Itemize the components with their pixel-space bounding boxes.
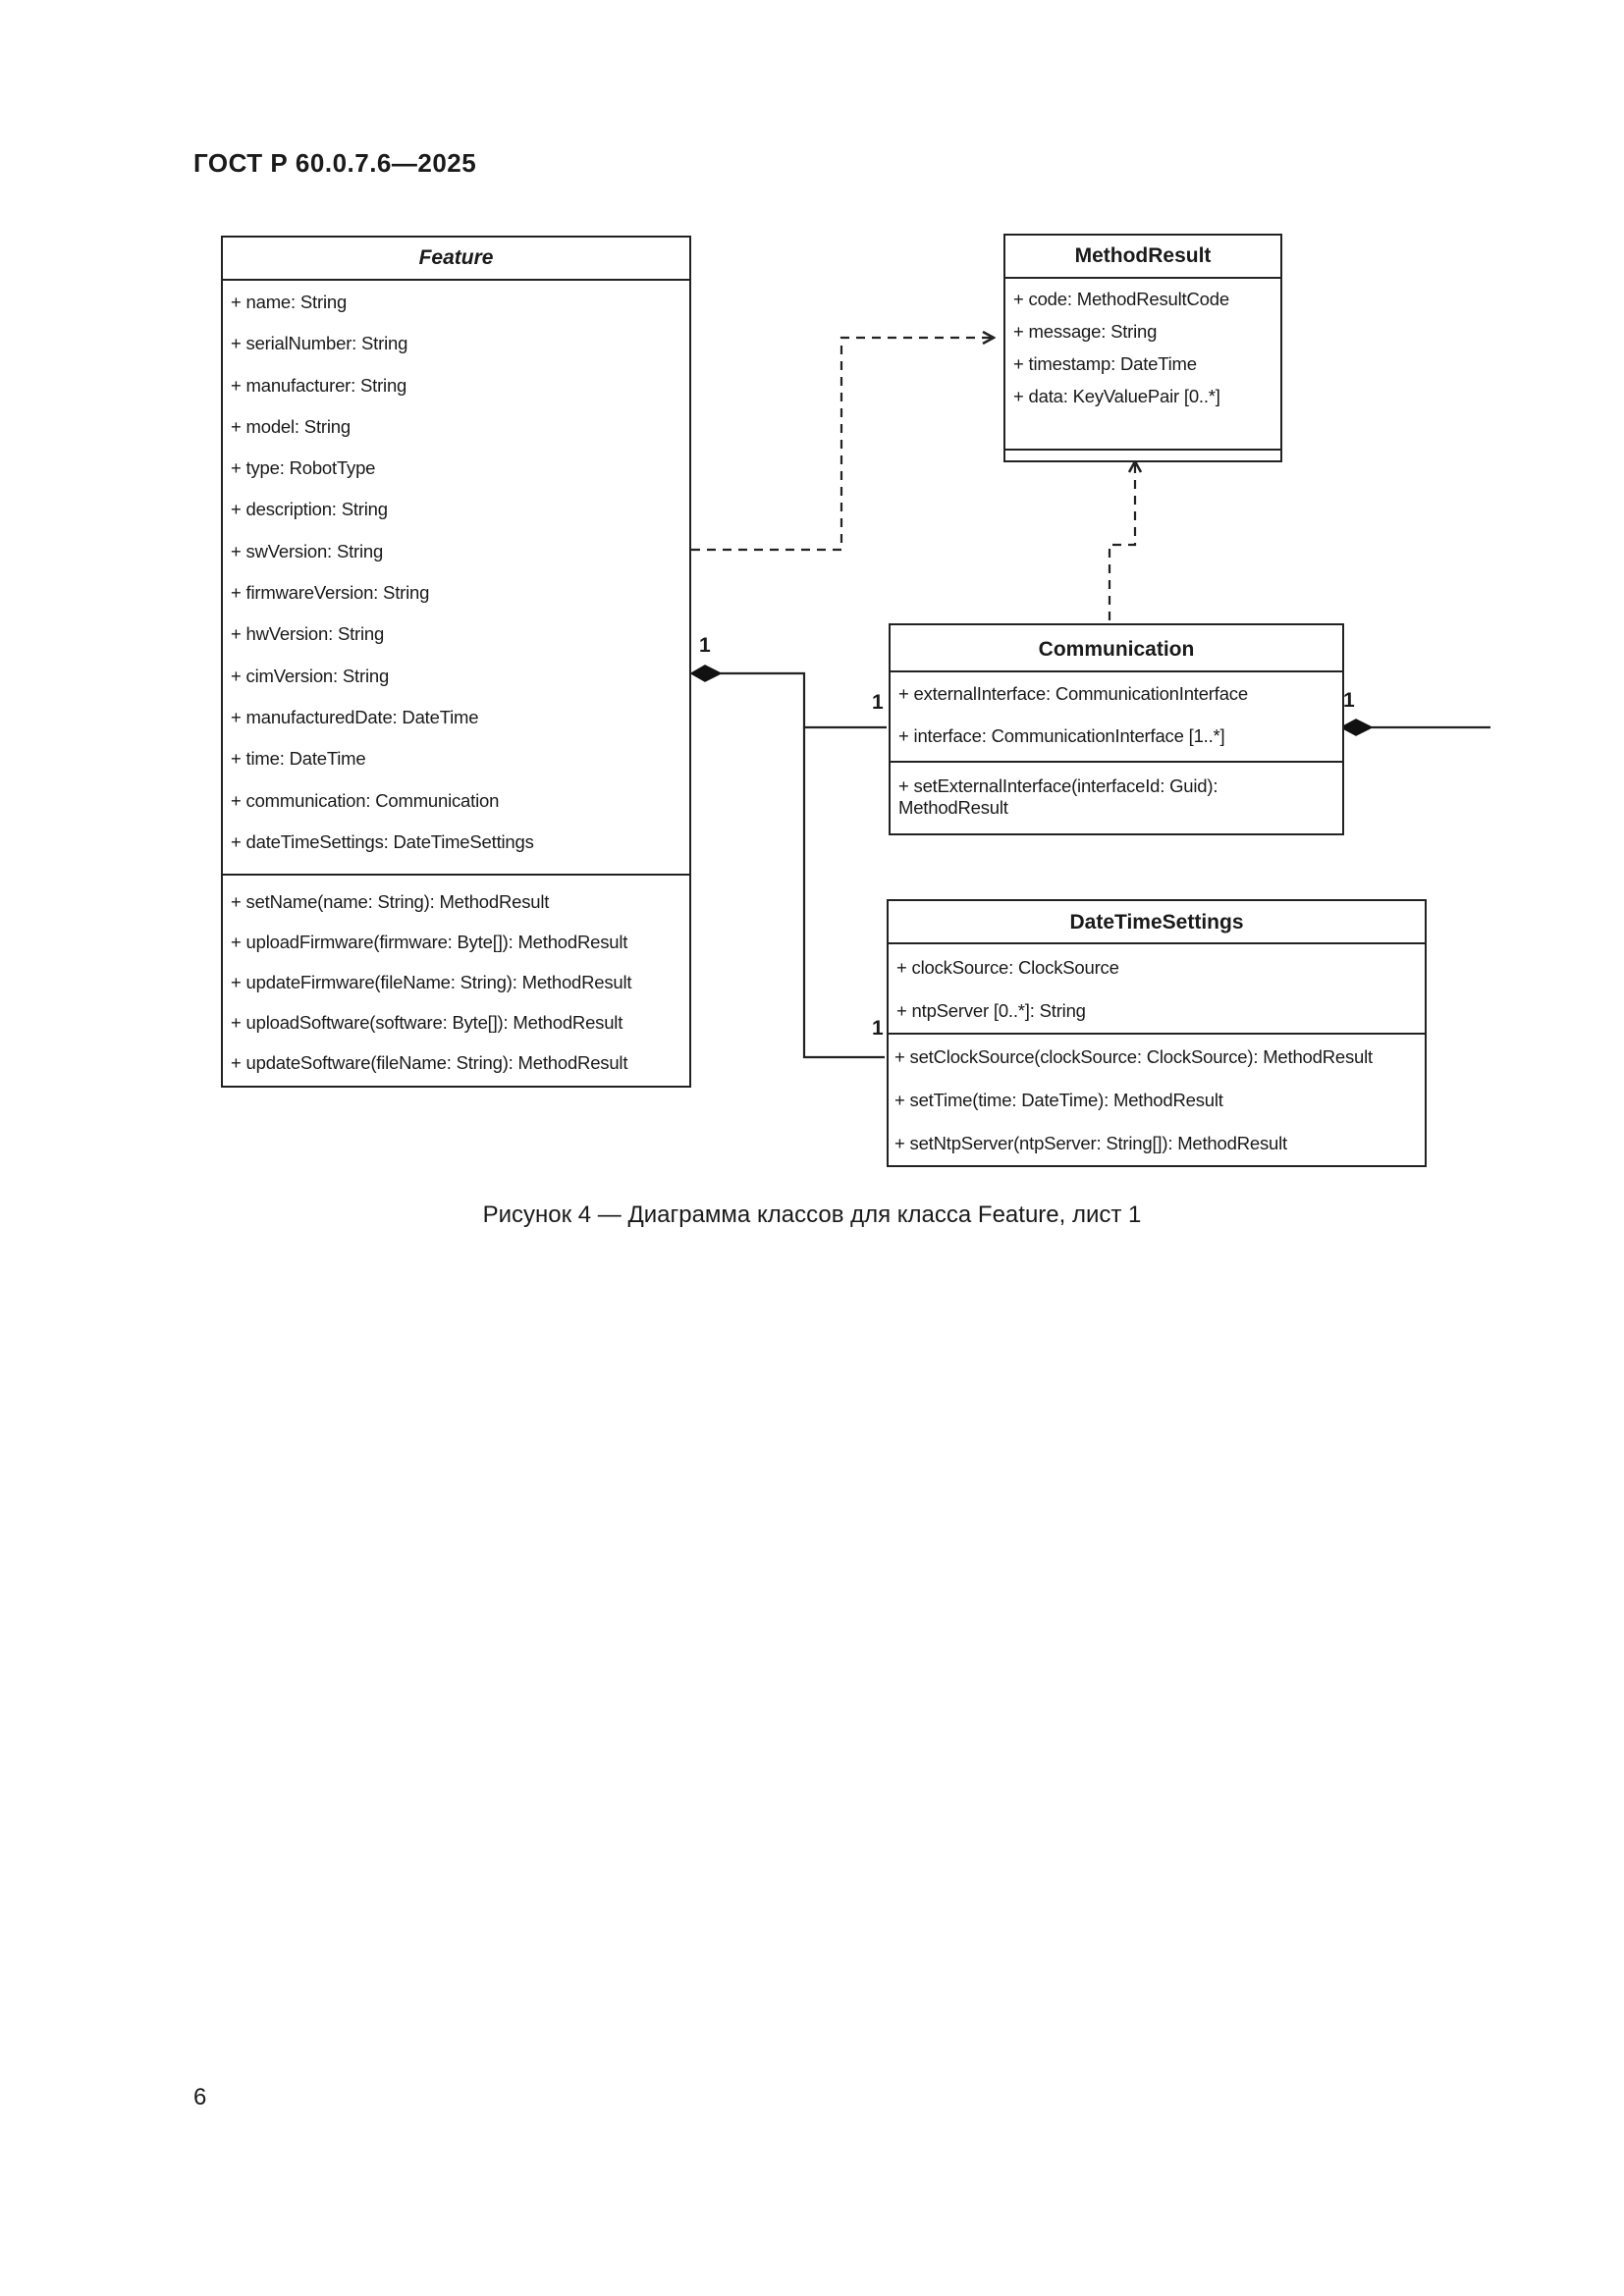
- attribute-row: + message: String: [1013, 321, 1158, 342]
- attribute-row: + externalInterface: CommunicationInterf…: [898, 683, 1248, 704]
- attribute-row: + manufacturer: String: [231, 374, 407, 396]
- attribute-row: + hwVersion: String: [231, 623, 385, 645]
- operation-row: + updateFirmware(fileName: String): Meth…: [231, 972, 632, 992]
- class-datetimesettings-title: DateTimeSettings: [889, 901, 1425, 944]
- composition-line-feature-datetimesettings: [802, 727, 885, 1059]
- attribute-row: + description: String: [231, 499, 388, 520]
- class-communication: Communication + externalInterface: Commu…: [889, 623, 1344, 835]
- attribute-row: + data: KeyValuePair [0..*]: [1013, 386, 1220, 406]
- attribute-row: + serialNumber: String: [231, 333, 408, 354]
- multiplicity-communication: 1: [872, 691, 884, 714]
- class-communication-attributes: + externalInterface: CommunicationInterf…: [891, 672, 1342, 763]
- operation-row: + setClockSource(clockSource: ClockSourc…: [894, 1046, 1373, 1067]
- attribute-row: + code: MethodResultCode: [1013, 289, 1229, 309]
- attribute-row: + interface: CommunicationInterface [1..…: [898, 725, 1225, 746]
- operation-row: + setTime(time: DateTime): MethodResult: [894, 1090, 1223, 1110]
- figure-caption: Рисунок 4 — Диаграмма классов для класса…: [482, 1201, 1142, 1228]
- class-methodresult-attributes: + code: MethodResultCode + message: Stri…: [1005, 279, 1280, 451]
- operation-row: + uploadSoftware(software: Byte[]): Meth…: [231, 1012, 623, 1033]
- operation-row: + uploadFirmware(firmware: Byte[]): Meth…: [231, 932, 628, 952]
- multiplicity-communication-outgoing: 1: [1343, 689, 1355, 712]
- attribute-row: + type: RobotType: [231, 457, 376, 479]
- attribute-row: + firmwareVersion: String: [231, 582, 430, 604]
- dependency-communication-methodresult: [1108, 461, 1135, 620]
- attribute-row: + dateTimeSettings: DateTimeSettings: [231, 830, 534, 852]
- attribute-row: + timestamp: DateTime: [1013, 353, 1197, 374]
- class-feature-title: Feature: [223, 238, 689, 281]
- attribute-row: + swVersion: String: [231, 540, 384, 561]
- operation-row: + setExternalInterface(interfaceId: Guid…: [898, 775, 1218, 796]
- class-feature-operations: + setName(name: String): MethodResult + …: [223, 876, 689, 1086]
- attribute-row: + clockSource: ClockSource: [896, 957, 1119, 978]
- multiplicity-datetimesettings: 1: [872, 1017, 884, 1040]
- attribute-row: + communication: Communication: [231, 789, 500, 811]
- operation-row: + updateSoftware(fileName: String): Meth…: [231, 1052, 628, 1073]
- dependency-feature-methodresult: [691, 338, 994, 552]
- class-datetimesettings-attributes: + clockSource: ClockSource + ntpServer […: [889, 944, 1425, 1035]
- class-feature: Feature + name: String + serialNumber: S…: [221, 236, 691, 1088]
- attribute-row: + name: String: [231, 292, 348, 312]
- class-communication-operations: + setExternalInterface(interfaceId: Guid…: [891, 763, 1342, 819]
- class-datetimesettings-operations: + setClockSource(clockSource: ClockSourc…: [889, 1035, 1425, 1165]
- class-methodresult-title: MethodResult: [1005, 236, 1280, 279]
- composition-line-feature-communication: [721, 671, 887, 729]
- composition-diamond-feature: [689, 665, 723, 682]
- attribute-row: + time: DateTime: [231, 748, 366, 770]
- page-number: 6: [193, 2084, 207, 2110]
- class-datetimesettings: DateTimeSettings + clockSource: ClockSou…: [887, 899, 1427, 1167]
- attribute-row: + manufacturedDate: DateTime: [231, 706, 479, 727]
- class-methodresult: MethodResult + code: MethodResultCode + …: [1003, 234, 1282, 462]
- multiplicity-feature: 1: [699, 634, 711, 657]
- operation-row: MethodResult: [898, 797, 1008, 818]
- attribute-row: + model: String: [231, 415, 351, 437]
- class-feature-attributes: + name: String + serialNumber: String + …: [223, 281, 689, 876]
- class-communication-title: Communication: [891, 625, 1342, 672]
- attribute-row: + ntpServer [0..*]: String: [896, 1000, 1086, 1021]
- document-header: ГОСТ Р 60.0.7.6—2025: [193, 148, 477, 178]
- operation-row: + setName(name: String): MethodResult: [231, 891, 550, 912]
- composition-diamond-communication: [1339, 719, 1374, 736]
- operation-row: + setNtpServer(ntpServer: String[]): Met…: [894, 1133, 1287, 1153]
- attribute-row: + cimVersion: String: [231, 665, 390, 686]
